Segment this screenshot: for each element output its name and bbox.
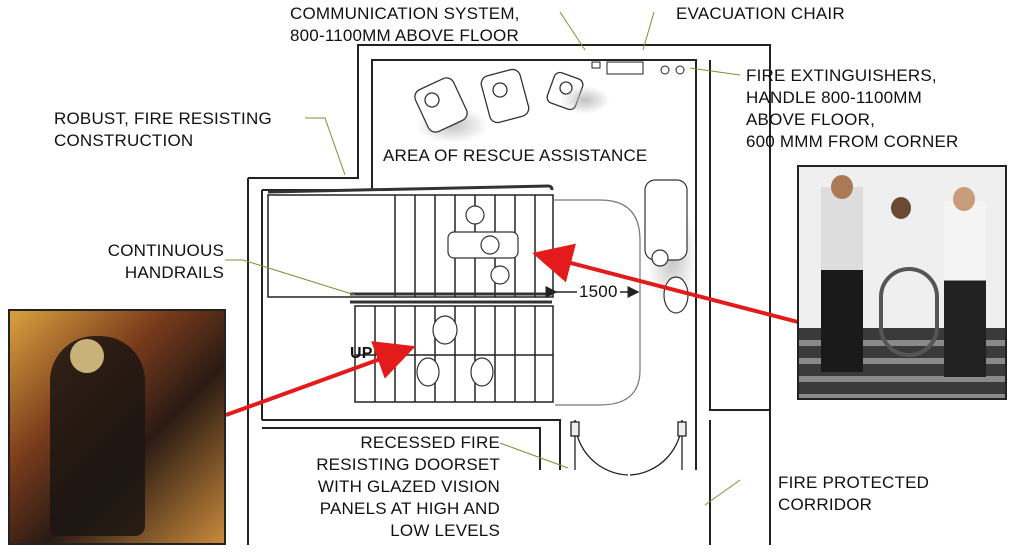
leader-lines	[225, 11, 741, 506]
label-rescue-area: AREA OF RESCUE ASSISTANCE	[383, 146, 648, 165]
evacuation-chair-photo	[797, 165, 1007, 400]
photo-figure-head	[70, 339, 104, 373]
landing-outline	[553, 199, 641, 406]
photo-wheelchair	[879, 267, 939, 357]
landing-figure	[644, 179, 697, 314]
photo-person-left	[821, 187, 863, 372]
photo-person-right-head	[953, 187, 975, 211]
fire-door	[570, 419, 687, 476]
stair-enclosure-walls	[247, 44, 771, 545]
label-corridor: FIRE PROTECTED CORRIDOR	[778, 473, 930, 514]
label-robust-construction: ROBUST, FIRE RESISTING CONSTRUCTION	[54, 109, 272, 150]
handrails	[267, 184, 554, 304]
label-doorset: RECESSED FIRE RESISTING DOORSET WITH GLA…	[316, 433, 500, 540]
stair-flights	[267, 194, 554, 403]
red-arrow-right	[532, 243, 799, 324]
photo-person-center-head	[891, 197, 911, 219]
wheelchair-figures	[414, 68, 610, 143]
evacuation-chair-box	[606, 61, 644, 75]
label-evacuation-chair: EVACUATION CHAIR	[676, 4, 845, 23]
communication-box	[591, 61, 601, 69]
crowd-stairwell-photo	[8, 309, 226, 545]
photo-person-right	[944, 202, 986, 377]
dimension-label: 1500	[577, 281, 620, 303]
red-arrow-left	[225, 341, 416, 417]
label-continuous-handrails: CONTINUOUS HANDRAILS	[107, 241, 224, 282]
fire-extinguisher-icons	[660, 65, 685, 75]
label-communication-system: COMMUNICATION SYSTEM, 800-1100MM ABOVE F…	[290, 4, 520, 45]
photo-person-left-head	[831, 175, 853, 199]
stair-figures	[416, 205, 519, 387]
up-marker: UP	[350, 345, 373, 362]
label-fire-extinguishers: FIRE EXTINGUISHERS, HANDLE 800-1100MM AB…	[746, 66, 959, 151]
